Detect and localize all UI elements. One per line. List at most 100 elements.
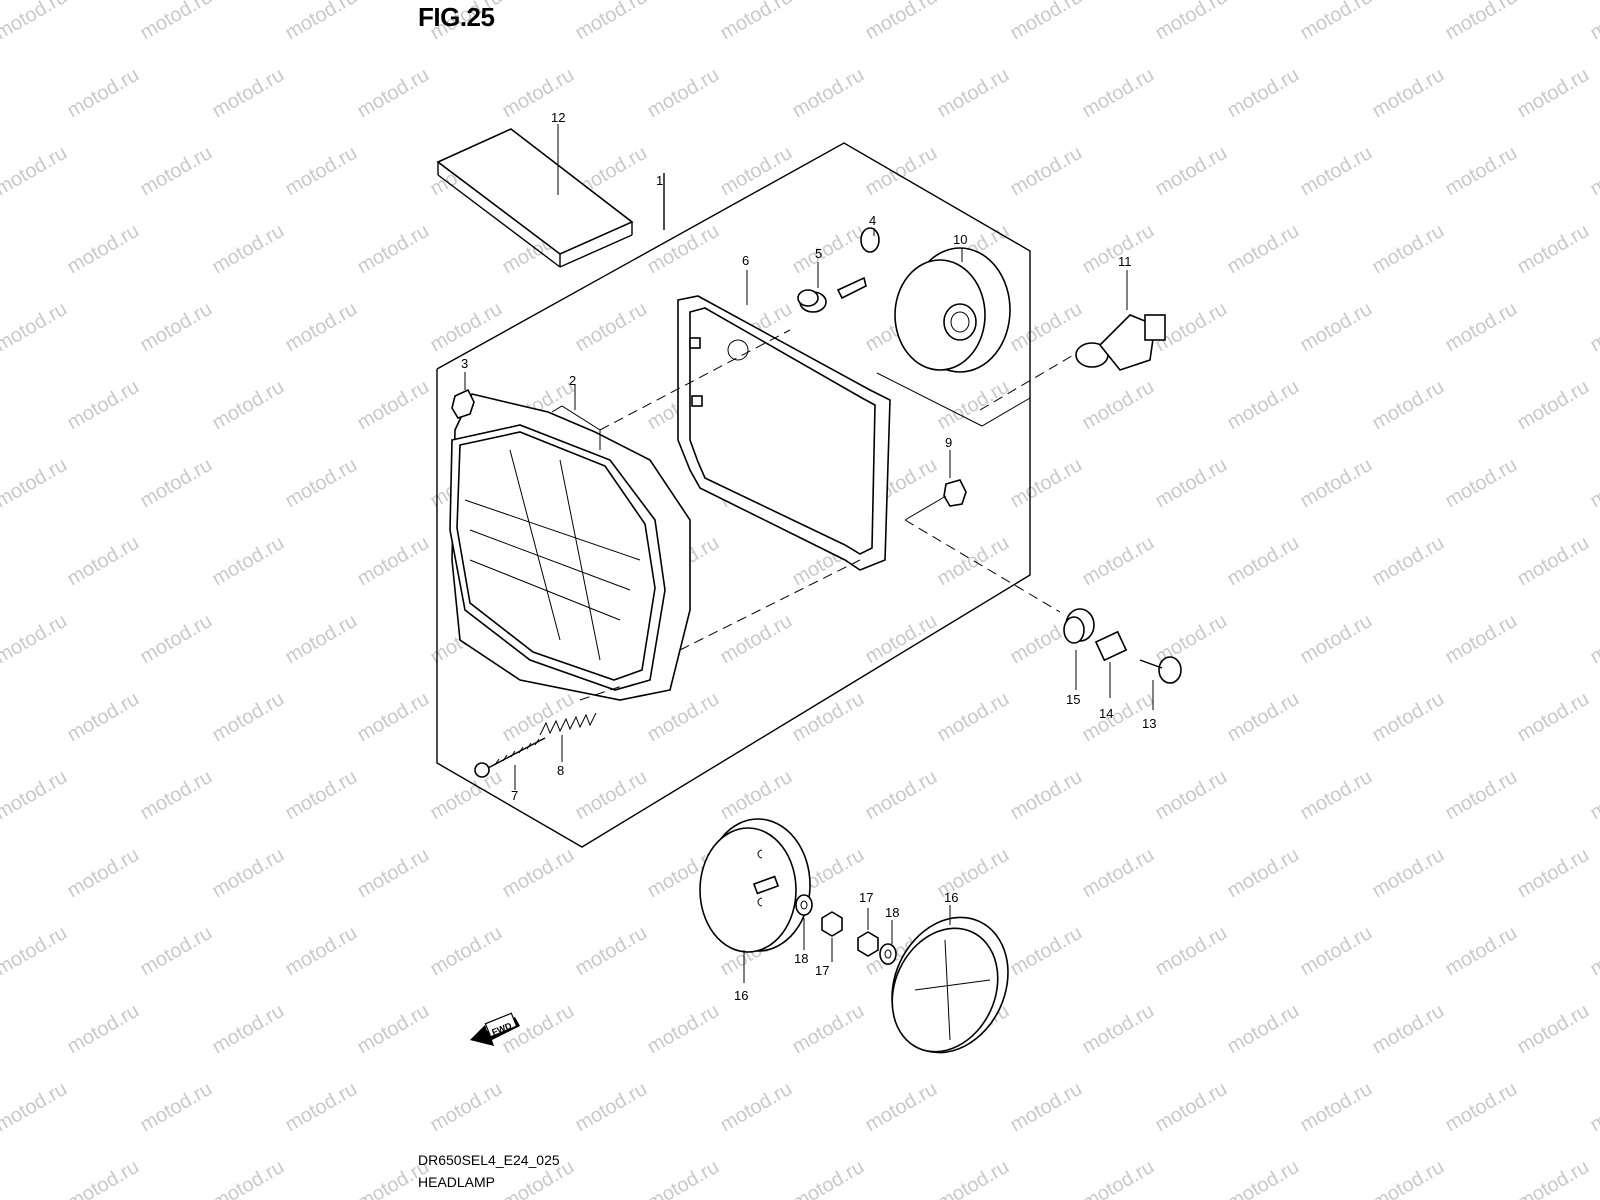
- plate-part: [436, 124, 634, 268]
- watermark-text: motod.ru: [1079, 844, 1158, 903]
- watermark-text: motod.ru: [137, 454, 216, 513]
- watermark-text: motod.ru: [64, 532, 143, 591]
- watermark-text: motod.ru: [1079, 220, 1158, 279]
- watermark-text: motod.ru: [427, 1078, 506, 1137]
- watermark-text: motod.ru: [427, 922, 506, 981]
- watermark-text: motod.ru: [64, 1000, 143, 1059]
- watermark-text: motod.ru: [137, 298, 216, 357]
- watermark-text: motod.ru: [1369, 1000, 1448, 1059]
- collar-part-14: [1094, 630, 1128, 698]
- cap-part-16-right: [891, 905, 1009, 1054]
- watermark-text: motod.ru: [1152, 922, 1231, 981]
- callout-17a: 17: [859, 890, 873, 905]
- callout-5: 5: [815, 246, 822, 261]
- nut-part-17-right: [857, 908, 879, 957]
- watermark-text: motod.ru: [1442, 142, 1521, 201]
- watermark-text: motod.ru: [1224, 844, 1303, 903]
- watermark-text: motod.ru: [1514, 64, 1593, 123]
- watermark-text: motod.ru: [0, 298, 71, 357]
- watermark-text: motod.ru: [354, 532, 433, 591]
- watermark-text: motod.ru: [1369, 376, 1448, 435]
- callout-1: 1: [656, 173, 663, 188]
- watermark-text: motod.ru: [789, 220, 868, 279]
- watermark-text: motod.ru: [1079, 64, 1158, 123]
- watermark-text: motod.ru: [1514, 844, 1593, 903]
- callout-4: 4: [869, 213, 876, 228]
- cushion-part-15: [904, 519, 1095, 690]
- callout-18b: 18: [794, 951, 808, 966]
- watermark-text: motod.ru: [64, 688, 143, 747]
- watermark-text: motod.ru: [282, 610, 361, 669]
- watermark-text: motod.ru: [0, 454, 71, 513]
- watermark-text: motod.ru: [1514, 220, 1593, 279]
- drawing-code: DR650SEL4_E24_025: [418, 1152, 560, 1168]
- watermark-text: motod.ru: [1587, 610, 1600, 669]
- watermark-text: motod.ru: [572, 766, 651, 825]
- watermark-text: motod.ru: [1079, 532, 1158, 591]
- watermark-text: motod.ru: [862, 610, 941, 669]
- watermark-text: motod.ru: [137, 0, 216, 44]
- watermark-text: motod.ru: [1297, 0, 1376, 44]
- watermark-text: motod.ru: [209, 1156, 288, 1200]
- watermark-text: motod.ru: [209, 844, 288, 903]
- watermark-text: motod.ru: [1514, 1000, 1593, 1059]
- watermark-text: motod.ru: [1079, 1000, 1158, 1059]
- watermark-text: motod.ru: [1514, 532, 1593, 591]
- watermark-text: motod.ru: [644, 1156, 723, 1200]
- nut-part-9: [904, 450, 967, 521]
- drawing-name: HEADLAMP: [418, 1174, 496, 1190]
- watermark-text: motod.ru: [64, 64, 143, 123]
- watermark-text: motod.ru: [209, 64, 288, 123]
- watermark-text: motod.ru: [1007, 142, 1086, 201]
- watermark-text: motod.ru: [0, 766, 71, 825]
- watermark-text: motod.ru: [1297, 454, 1376, 513]
- watermark-text: motod.ru: [1442, 766, 1521, 825]
- cap-part-16-left: [699, 818, 811, 983]
- watermark-text: motod.ru: [1369, 1156, 1448, 1200]
- watermark-text: motod.ru: [282, 1078, 361, 1137]
- callout-10: 10: [953, 232, 967, 247]
- watermark-text: motod.ru: [282, 298, 361, 357]
- watermark-text: motod.ru: [1587, 298, 1600, 357]
- watermark-text: motod.ru: [1442, 0, 1521, 44]
- adjust-screw-part-7: [474, 737, 546, 790]
- watermark-text: motod.ru: [209, 532, 288, 591]
- watermark-text: motod.ru: [1007, 1078, 1086, 1137]
- watermark-text: motod.ru: [64, 376, 143, 435]
- watermark-text: motod.ru: [934, 64, 1013, 123]
- figure-title: FIG.25: [418, 2, 495, 32]
- watermark-text: motod.ru: [789, 1000, 868, 1059]
- watermark-text: motod.ru: [354, 220, 433, 279]
- watermark-text: motod.ru: [1369, 64, 1448, 123]
- watermark-text: motod.ru: [1297, 1078, 1376, 1137]
- watermark-text: motod.ru: [1007, 298, 1086, 357]
- watermark-text: motod.ru: [717, 610, 796, 669]
- callout-15: 15: [1066, 692, 1080, 707]
- callout-labels: 12 1 4 5 10 11 6 3 2 9 15 14 13 8 7 17 1…: [461, 110, 1156, 1003]
- callout-17b: 17: [815, 963, 829, 978]
- watermark-text: motod.ru: [427, 766, 506, 825]
- watermark-text: motod.ru: [717, 766, 796, 825]
- watermark-text: motod.ru: [354, 64, 433, 123]
- watermark-text: motod.ru: [1587, 0, 1600, 44]
- callout-13: 13: [1142, 716, 1156, 731]
- watermark-text: motod.ru: [1369, 220, 1448, 279]
- watermark-text: motod.ru: [789, 688, 868, 747]
- watermark-text: motod.ru: [1587, 766, 1600, 825]
- watermark-text: motod.ru: [282, 766, 361, 825]
- watermark-text: motod.ru: [1587, 142, 1600, 201]
- watermark-text: motod.ru: [1152, 0, 1231, 44]
- watermark-text: motod.ru: [862, 766, 941, 825]
- assembly-box-outline: [436, 142, 1031, 848]
- callout-16a: 16: [944, 890, 958, 905]
- watermark-text: motod.ru: [572, 922, 651, 981]
- watermark-text: motod.ru: [789, 1156, 868, 1200]
- bulb-part: [979, 270, 1166, 411]
- watermark-text: motod.ru: [644, 1000, 723, 1059]
- watermark-text: motod.ru: [717, 0, 796, 44]
- watermark-text: motod.ru: [1297, 766, 1376, 825]
- callout-6: 6: [742, 253, 749, 268]
- watermark-text: motod.ru: [1297, 610, 1376, 669]
- watermark-text: motod.ru: [1152, 1078, 1231, 1137]
